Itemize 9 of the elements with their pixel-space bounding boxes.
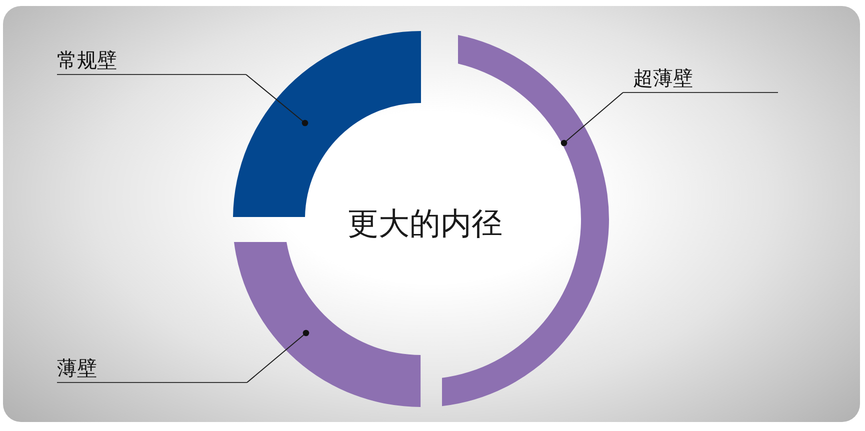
callout-label: 常规壁 (57, 46, 246, 75)
callout-label: 薄壁 (57, 354, 247, 383)
leader-line (246, 74, 308, 126)
ring-segment (234, 242, 421, 407)
center-label: 更大的内径 (348, 206, 502, 242)
callout-label: 超薄壁 (623, 64, 778, 93)
ring-segment (442, 34, 609, 406)
leader-line (246, 330, 310, 383)
leader-line (560, 92, 624, 146)
